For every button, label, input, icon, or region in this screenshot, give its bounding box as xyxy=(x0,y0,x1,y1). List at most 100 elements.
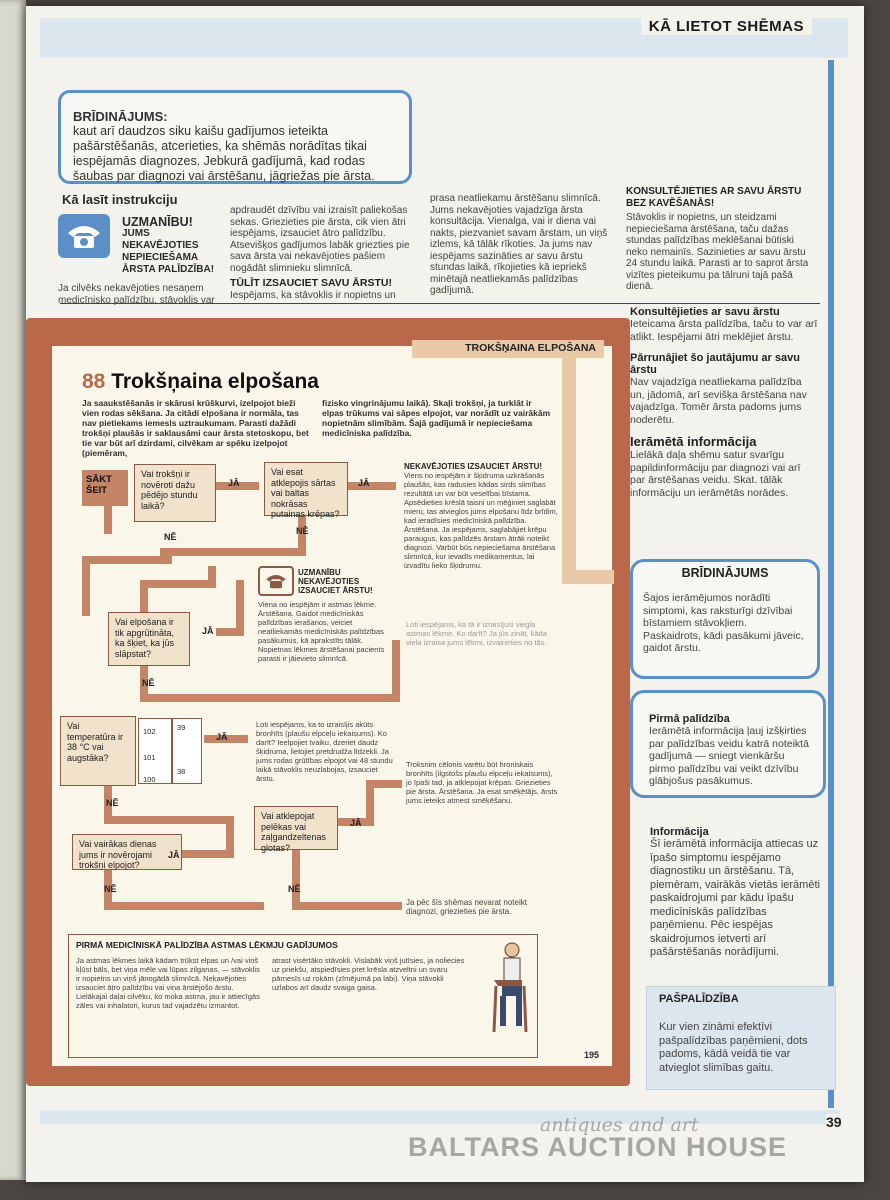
thermo-label: 39 xyxy=(177,723,186,732)
urgent-title: NEKAVĒJOTIES IZSAUCIET ĀRSTU! xyxy=(404,462,543,471)
sidebar-framed-info: Ierāmētā informācija Lielākā daļa shēmu … xyxy=(630,434,818,499)
instr-col1: Ja cilvēks nekavējoties nesaņem medicīni… xyxy=(58,283,215,306)
inner-title: 88 Trokšņaina elpošana xyxy=(82,370,319,394)
header-band: KĀ LIETOT SHĒMAS xyxy=(40,18,848,58)
connector xyxy=(298,516,306,556)
side-warning-title: BRĪDINĀJUMS xyxy=(681,566,769,580)
yes-label: JĀ xyxy=(228,478,240,488)
separator-line xyxy=(60,303,820,304)
end-text: Ja pēc šīs shēmas nevarat noteikt diagno… xyxy=(406,898,527,916)
no-label: NĒ xyxy=(288,884,301,894)
self-help-title: PAŠPALĪDZĪBA xyxy=(659,993,739,1005)
watermark-subtitle: antiques and art xyxy=(540,1114,699,1136)
seated-person-illustration xyxy=(488,940,532,1036)
start-here-box: SĀKT ŠEIT xyxy=(82,470,128,506)
no-label: NĒ xyxy=(142,678,155,688)
connector xyxy=(104,816,234,824)
page-title: KĀ LIETOT SHĒMAS xyxy=(640,18,812,35)
no-label: NĒ xyxy=(164,532,177,542)
asthma-first-aid-title: PIRMĀ MEDICĪNISKĀ PALĪDZĪBA ASTMAS LĒKMJ… xyxy=(76,940,338,950)
question-box-6: Vai atklepojat pelēkas vai zaļgandzelten… xyxy=(254,806,338,853)
question-box-2: Vai esat atklepojis sārtas vai baltas no… xyxy=(264,462,348,519)
warning-box: BRĪDINĀJUMS: kaut arī daudzos siku kaišu… xyxy=(58,90,412,184)
warning-text: kaut arī daudzos siku kaišu gadījumos ie… xyxy=(73,124,375,183)
thermo-label: 101 xyxy=(143,753,156,762)
instructions-title: Kā lasīt instrukciju xyxy=(62,192,178,207)
side-warning-text: Šajos ierāmējumos norādīti simptomi, kas… xyxy=(643,592,804,654)
first-aid-text: Ierāmētā informācija ļauj izšķirties par… xyxy=(649,725,809,787)
sidebar-warning-box: BRĪDINĀJUMS Šajos ierāmējumos norādīti s… xyxy=(630,559,820,679)
connector xyxy=(104,870,112,910)
discuss-text: Nav vajadzīga neatliekama palīdzība un, … xyxy=(630,376,807,426)
mild-asthma-text: Loti iespējams, ka tā ir izraisījusi vie… xyxy=(406,620,547,647)
urgent-text: Viens no iespējām ir šķidruma uzkrāšanās… xyxy=(404,471,558,525)
connector xyxy=(366,780,374,826)
connector xyxy=(236,580,244,636)
connector xyxy=(392,640,400,702)
connector xyxy=(348,482,396,490)
no-label: NĒ xyxy=(296,526,309,536)
connector xyxy=(82,556,172,564)
yes-label: JĀ xyxy=(350,818,362,828)
connector xyxy=(208,566,216,588)
thermo-label: 38 xyxy=(177,767,186,776)
connector xyxy=(140,666,148,702)
connector xyxy=(160,548,306,556)
inner-tab: TROKŠŅAINA ELPOŠANA xyxy=(412,340,604,358)
question-box-1: Vai trokšņi ir novēroti dažu pēdējo stun… xyxy=(134,464,216,522)
warning-title: BRĪDINĀJUMS: xyxy=(73,109,168,124)
yes-label: JĀ xyxy=(358,478,370,488)
instr-col2-text: apdraudēt dzīvību vai izraisīt paliekoša… xyxy=(230,205,410,274)
inner-page-number: 195 xyxy=(584,1050,600,1060)
connector xyxy=(82,556,90,616)
urgent-box: NEKAVĒJOTIES IZSAUCIET ĀRSTU! Viens no i… xyxy=(404,462,558,570)
connector xyxy=(215,482,259,490)
asthma-first-aid-col1: Ja astmas lēkmes laikā kādam trūkst elpa… xyxy=(76,956,260,1010)
inner-frame-bar xyxy=(562,358,576,578)
connector xyxy=(240,694,400,702)
connector xyxy=(216,628,238,636)
page-number: 39 xyxy=(826,1114,842,1130)
inner-title-text: Trokšņaina elpošana xyxy=(111,370,319,393)
asthma-first-aid-box xyxy=(68,934,538,1058)
question-box-5: Vai vairākas dienas jums ir novērojami t… xyxy=(72,834,182,870)
connector xyxy=(182,850,234,858)
left-page-edge xyxy=(0,0,26,1180)
inner-intro-left: Ja saaukstēšanās ir skārusi krūškurvi, i… xyxy=(82,398,309,458)
attention-big: UZMANĪBU! xyxy=(122,215,193,229)
footer-band xyxy=(40,1110,840,1124)
instr-col2: apdraudēt dzīvību vai izraisīt paliekoša… xyxy=(230,205,420,301)
connector xyxy=(338,818,368,826)
connector xyxy=(204,735,248,743)
thermometer-graphic: 102 101 100 39 38 xyxy=(138,718,202,784)
thermo-label: 100 xyxy=(143,775,156,784)
yes-label: JĀ xyxy=(168,850,180,860)
right-blue-stripe xyxy=(828,60,834,1108)
connector xyxy=(104,784,112,824)
telephone-icon xyxy=(258,566,294,596)
asthma-attack-text: Viena no iespējām ir astmas lēkme. Ārstē… xyxy=(258,600,385,663)
discuss-title: Pārrunājiet šo jautājumu ar savu ārstu xyxy=(630,352,800,376)
question-box-3: Vai elpošana ir tik apgrūtināta, ka šķie… xyxy=(108,612,190,666)
framed-info-title: Ierāmētā informācija xyxy=(630,434,757,449)
yes-label: JĀ xyxy=(216,732,228,742)
connector xyxy=(292,902,402,910)
sidebar-consult: Konsultējieties ar savu ārstu Ieteicama … xyxy=(630,306,818,343)
connector xyxy=(226,816,234,856)
inner-frame-bar-2 xyxy=(562,570,614,584)
chronic-bronchitis-text: Troksnim cēlonis varētu būt hroniskais b… xyxy=(406,760,558,805)
connector xyxy=(104,506,112,534)
connector xyxy=(366,780,402,788)
first-aid-title: Pirmā palīdzība xyxy=(649,713,730,725)
connector xyxy=(104,902,264,910)
connector xyxy=(140,580,148,616)
question-box-4: Vai temperatūra ir 38 °C vai augstāka? xyxy=(60,716,136,786)
connector xyxy=(140,694,248,702)
yes-label: JĀ xyxy=(202,626,214,636)
connector xyxy=(140,580,216,588)
information-title: Informācija xyxy=(650,826,709,838)
consult-text: Ieteicama ārsta palīdzība, taču to var a… xyxy=(630,318,818,343)
attention-small: JUMS NEKAVĒJOTIES NEPIECIEŠAMA ĀRSTA PAL… xyxy=(122,228,215,275)
consult-title: Konsultējieties ar savu ārstu xyxy=(630,306,780,318)
sidebar-first-aid-box: Pirmā palīdzība Ierāmētā informācija ļau… xyxy=(630,690,826,798)
